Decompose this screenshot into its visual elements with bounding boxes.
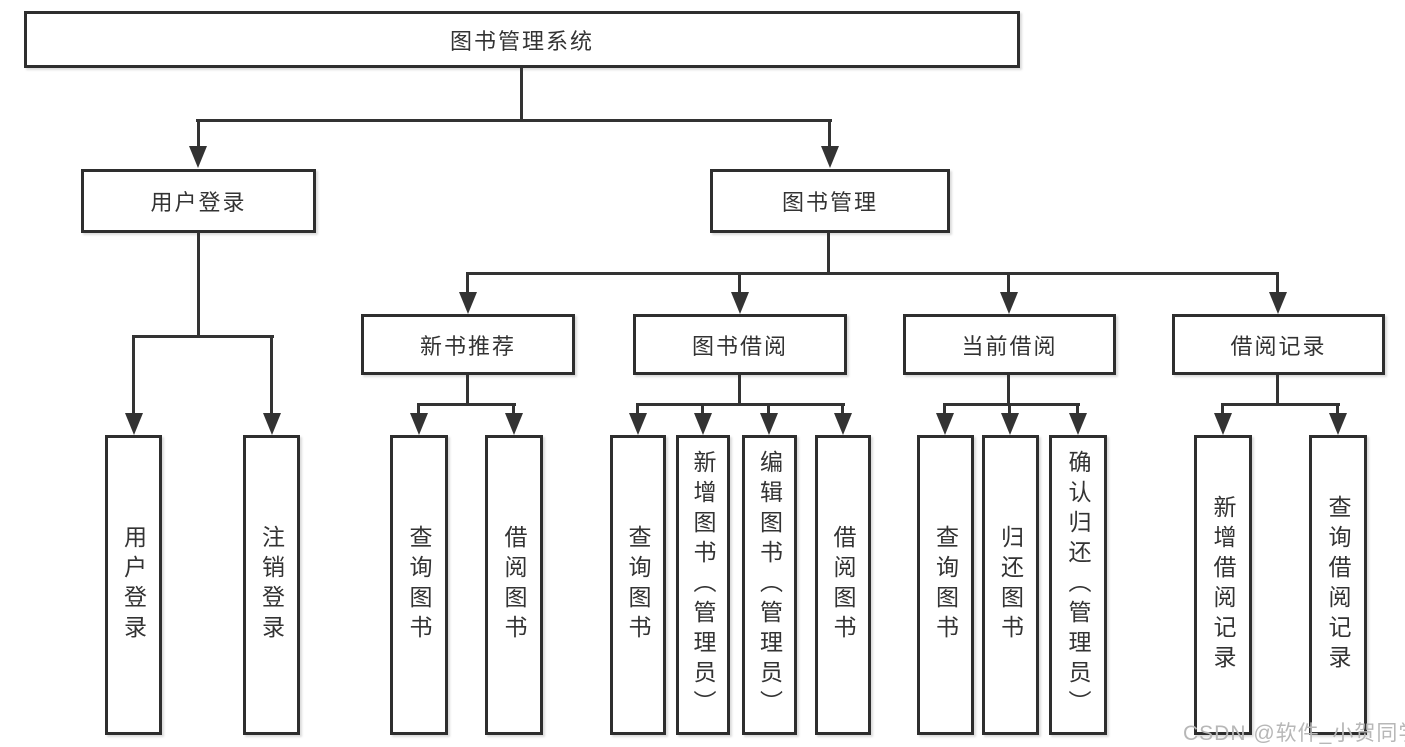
connector-drop-current-borrow (1007, 272, 1010, 294)
node-new-book-recommend: 新书推荐 (361, 314, 575, 375)
connector-drop-book-management (828, 119, 831, 148)
connector-root-stem (520, 68, 523, 120)
leaf-nbr-query-books: 查询图书 (390, 435, 448, 735)
node-book-management-label: 图书管理 (781, 190, 878, 215)
leaf-cb-return-books: 归还图书 (982, 435, 1039, 735)
arrowhead-current-borrow (1000, 292, 1018, 314)
leaf-bb-add-books-admin-label: 新增图书（管理员） (690, 450, 716, 720)
leaf-user-login: 用户登录 (105, 435, 162, 735)
connector-root-branch (196, 119, 832, 122)
node-borrow-records: 借阅记录 (1172, 314, 1385, 375)
node-book-management: 图书管理 (710, 169, 950, 233)
connector-drop-bb-query (636, 403, 639, 415)
connector-current-borrow-stem (1007, 375, 1010, 406)
connector-borrow-records-stem (1276, 375, 1279, 406)
arrowhead-new-book (459, 292, 477, 314)
connector-borrow-records-branch (1221, 403, 1340, 406)
connector-drop-bb-edit (767, 403, 770, 415)
connector-drop-borrow-records (1276, 272, 1279, 294)
arrowhead-br-query (1329, 413, 1347, 435)
leaf-bb-borrow-books: 借阅图书 (815, 435, 871, 735)
leaf-br-query-record-label: 查询借阅记录 (1325, 495, 1351, 675)
connector-drop-new-book (466, 272, 469, 294)
arrowhead-cb-confirm (1069, 413, 1087, 435)
leaf-br-add-record: 新增借阅记录 (1194, 435, 1252, 735)
arrowhead-nbr-query (410, 413, 428, 435)
node-current-borrow-label: 当前借阅 (961, 333, 1058, 359)
leaf-cb-confirm-return-admin: 确认归还（管理员） (1049, 435, 1107, 735)
arrowhead-bb-borrow (834, 413, 852, 435)
node-borrow-records-label: 借阅记录 (1230, 333, 1327, 359)
connector-drop-cb-return (1008, 403, 1011, 415)
leaf-bb-query-books-label: 查询图书 (625, 525, 651, 645)
node-root-label: 图书管理系统 (449, 28, 594, 54)
arrowhead-leaf-logout (263, 413, 281, 435)
arrowhead-leaf-user-login (125, 413, 143, 435)
leaf-user-login-label: 用户登录 (120, 525, 147, 645)
leaf-cb-query-books-label: 查询图书 (932, 525, 959, 645)
connector-new-book-stem (466, 375, 469, 406)
connector-book-borrow-stem (738, 375, 741, 406)
connector-book-borrow-branch (636, 403, 845, 406)
node-user-login: 用户登录 (81, 169, 316, 233)
node-book-borrow: 图书借阅 (633, 314, 847, 375)
leaf-bb-borrow-books-label: 借阅图书 (830, 525, 856, 645)
arrowhead-book-management (821, 146, 839, 168)
node-new-book-recommend-label: 新书推荐 (419, 333, 516, 359)
leaf-nbr-borrow-books-label: 借阅图书 (501, 525, 527, 645)
connector-drop-user-login (197, 119, 200, 148)
arrowhead-user-login (189, 146, 207, 168)
connector-drop-cb-query (943, 403, 946, 415)
connector-book-management-branch (466, 272, 1279, 275)
connector-user-login-branch (132, 335, 274, 338)
arrowhead-cb-return (1001, 413, 1019, 435)
arrowhead-borrow-records (1269, 292, 1287, 314)
leaf-cb-return-books-label: 归还图书 (997, 525, 1024, 645)
arrowhead-br-add (1214, 413, 1232, 435)
leaf-bb-add-books-admin: 新增图书（管理员） (676, 435, 730, 735)
leaf-logout-label: 注销登录 (258, 525, 285, 645)
connector-drop-leaf-user-login (132, 335, 135, 415)
connector-drop-br-add (1221, 403, 1224, 415)
arrowhead-nbr-borrow (505, 413, 523, 435)
connector-drop-bb-add (701, 403, 704, 415)
leaf-nbr-borrow-books: 借阅图书 (485, 435, 543, 735)
connector-drop-leaf-logout (270, 335, 273, 415)
leaf-br-query-record: 查询借阅记录 (1309, 435, 1367, 735)
arrowhead-bb-add (694, 413, 712, 435)
arrowhead-cb-query (936, 413, 954, 435)
leaf-logout: 注销登录 (243, 435, 300, 735)
connector-user-login-stem (197, 232, 200, 337)
connector-drop-nbr-borrow (512, 403, 515, 415)
connector-book-management-stem (827, 232, 830, 274)
leaf-nbr-query-books-label: 查询图书 (406, 525, 432, 645)
leaf-bb-edit-books-admin-label: 编辑图书（管理员） (756, 450, 783, 720)
arrowhead-bb-query (629, 413, 647, 435)
leaf-bb-edit-books-admin: 编辑图书（管理员） (742, 435, 797, 735)
connector-drop-cb-confirm (1076, 403, 1079, 415)
connector-current-borrow-branch (943, 403, 1080, 406)
connector-drop-nbr-query (417, 403, 420, 415)
leaf-br-add-record-label: 新增借阅记录 (1210, 495, 1236, 675)
connector-new-book-branch (417, 403, 516, 406)
leaf-cb-confirm-return-admin-label: 确认归还（管理员） (1065, 450, 1091, 720)
arrowhead-book-borrow (731, 292, 749, 314)
connector-drop-bb-borrow (841, 403, 844, 415)
watermark: CSDN @软件_小贺同学 (1183, 722, 1405, 745)
connector-drop-br-query (1336, 403, 1339, 415)
node-user-login-label: 用户登录 (150, 190, 247, 215)
leaf-bb-query-books: 查询图书 (610, 435, 666, 735)
node-current-borrow: 当前借阅 (903, 314, 1116, 375)
arrowhead-bb-edit (760, 413, 778, 435)
node-root: 图书管理系统 (24, 11, 1020, 68)
leaf-cb-query-books: 查询图书 (917, 435, 974, 735)
connector-drop-book-borrow (738, 272, 741, 294)
node-book-borrow-label: 图书借阅 (691, 333, 788, 359)
